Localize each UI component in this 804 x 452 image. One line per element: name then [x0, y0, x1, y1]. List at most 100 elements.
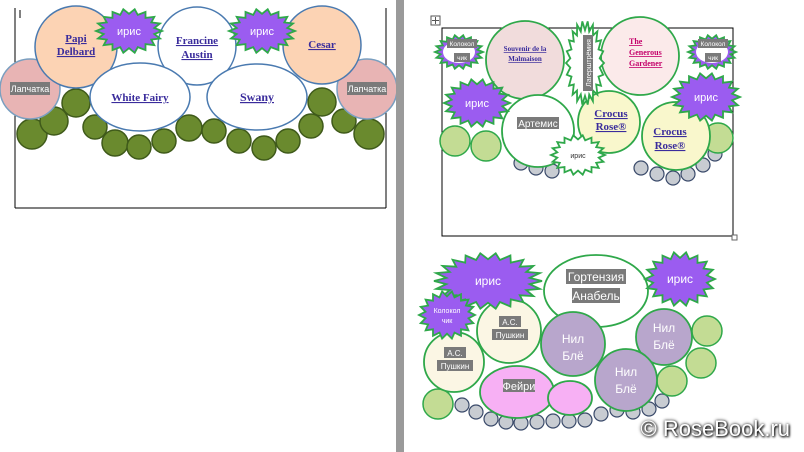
lapchatka-label-left: Лапчатка: [11, 84, 50, 94]
grey-plants-bottom: [454, 393, 670, 431]
grey-plant[interactable]: [468, 404, 484, 420]
lime-plant[interactable]: [656, 365, 688, 397]
grey-plant[interactable]: [593, 406, 609, 422]
kolokolchik-top-left-line2: чик: [457, 55, 467, 62]
olive-plant[interactable]: [251, 135, 277, 161]
crocus-1-label-line2: Rose®: [596, 121, 627, 133]
olive-plant[interactable]: [226, 128, 252, 154]
crocus-rose-circle-1[interactable]: [577, 90, 641, 154]
grey-plant[interactable]: [649, 166, 665, 182]
nil-ble-2-label-line2: Блё: [653, 338, 675, 352]
kolokolchik-top-right-line1: Колокол: [701, 41, 726, 48]
pushkin-2-label-bg-1: [499, 316, 521, 327]
hortensia-label-line1: Гортензия: [568, 270, 624, 284]
starburst-shape: [417, 289, 477, 341]
olive-plant[interactable]: [61, 88, 91, 118]
olive-plant[interactable]: [201, 118, 227, 144]
iris-star-top-right[interactable]: [669, 72, 743, 122]
grey-plant[interactable]: [545, 413, 561, 429]
olive-plant[interactable]: [126, 134, 152, 160]
pushkin-2-label-line1: А.С.: [502, 318, 518, 327]
artemis-label: Артемис: [518, 119, 558, 130]
kolokolchik-label-bg2-left: [454, 53, 470, 62]
lime-plant[interactable]: [685, 347, 717, 379]
nil-ble-1-label-line1: Нил: [562, 332, 584, 346]
grey-plant[interactable]: [665, 170, 681, 186]
iris-star-left[interactable]: [93, 7, 165, 55]
garden-plan-left: Papi Delbard Francine Austin Cesar ирис …: [0, 5, 396, 209]
iris-label-top-center: ирис: [570, 153, 586, 160]
crocus-1-label-line1: Crocus: [594, 108, 628, 120]
starburst-shape: [441, 77, 513, 129]
kolokolchik-top-left-line1: Колокол: [450, 41, 475, 48]
nil-ble-1-label-line2: Блё: [562, 349, 584, 363]
olive-plant[interactable]: [275, 128, 301, 154]
olive-plant[interactable]: [101, 129, 129, 157]
iris-label-bottom-right: ирис: [667, 272, 693, 286]
olive-plant[interactable]: [307, 87, 337, 117]
starburst-shape: [642, 250, 718, 308]
souvenir-label-line2: Malmaison: [508, 55, 542, 63]
grey-plant[interactable]: [454, 397, 470, 413]
crocus-rose-circle-2[interactable]: [641, 101, 711, 171]
starburst-shape: [669, 72, 743, 122]
kolokolchik-top-right-line2: чик: [708, 55, 718, 62]
kolokolchik-label-bg2-right: [705, 53, 721, 62]
swany-label: Swany: [240, 90, 274, 104]
iris-label-right: ирис: [250, 26, 274, 38]
cesar-label: Cesar: [308, 39, 336, 51]
lime-plant[interactable]: [439, 125, 471, 157]
nil-ble-2-label-line1: Нил: [653, 321, 675, 335]
pushkin-2-label-bg-2: [492, 329, 528, 340]
pushkin-1-label-line1: А.С.: [447, 349, 463, 358]
garden-plan-right: Колокол чик Колокол чик Souvenir de la M…: [417, 15, 743, 431]
olive-plant[interactable]: [151, 128, 177, 154]
lime-plant[interactable]: [691, 315, 723, 347]
grey-plant[interactable]: [654, 393, 670, 409]
artemis-label-bg: [517, 117, 559, 129]
grey-plant[interactable]: [577, 412, 593, 428]
lime-plant[interactable]: [422, 388, 454, 420]
pushkin-1-label-line2: Пушкин: [441, 362, 470, 371]
nil-ble-circle-1[interactable]: [540, 311, 606, 377]
pushkin-2-label-line2: Пушкин: [496, 331, 525, 340]
lapchatka-label-right: Лапчатка: [348, 84, 387, 94]
kolokolchik-star-bottom[interactable]: [417, 289, 477, 341]
iris-star-right[interactable]: [226, 7, 298, 55]
rosebook-watermark: © RoseBook.ru: [640, 416, 791, 441]
nil-ble-circle-3[interactable]: [594, 348, 658, 412]
iris-label-left: ирис: [117, 26, 141, 38]
nil-ble-circle-2[interactable]: [635, 308, 693, 366]
iris-star-top-center[interactable]: [548, 133, 608, 177]
lime-plant[interactable]: [470, 130, 502, 162]
olive-plant[interactable]: [175, 114, 203, 142]
grey-plant[interactable]: [561, 413, 577, 429]
table-resize-handle[interactable]: [731, 234, 738, 241]
lagerstroemia-label-bg: [583, 35, 593, 91]
feiri-label: Фейри: [503, 381, 536, 393]
papi-label-line2: Delbard: [57, 46, 96, 58]
grey-plant[interactable]: [483, 411, 499, 427]
white-fairy-ellipse[interactable]: [89, 62, 191, 132]
olive-plant[interactable]: [353, 118, 385, 150]
generous-label-line3: Gardener: [629, 59, 663, 68]
olive-plant[interactable]: [298, 113, 324, 139]
crocus-2-label-line1: Crocus: [653, 126, 687, 138]
olive-plant[interactable]: [82, 114, 108, 140]
lapchatka-label-bg-left: [10, 82, 50, 95]
iris-label-top-left: ирис: [465, 98, 489, 110]
souvenir-label-line1: Souvenir de la: [504, 45, 547, 53]
iris-star-bottom-right[interactable]: [642, 250, 718, 308]
kolokolchik-bottom-line1: Колокол: [434, 308, 461, 315]
nil-ble-3-label-line1: Нил: [615, 365, 637, 379]
francine-label-line2: Austin: [181, 49, 212, 61]
magenta-plant[interactable]: [547, 380, 593, 416]
grey-plant[interactable]: [529, 414, 545, 430]
pushkin-1-label-bg-1: [444, 347, 466, 358]
generous-label-line2: Generous: [629, 48, 662, 57]
swany-ellipse[interactable]: [206, 63, 308, 131]
lagerstroemia-label: Лагерштрёмия: [586, 39, 593, 87]
grey-plant[interactable]: [633, 160, 649, 176]
kolokolchik-label-bg-right: [698, 39, 728, 48]
iris-star-top-left[interactable]: [441, 77, 513, 129]
